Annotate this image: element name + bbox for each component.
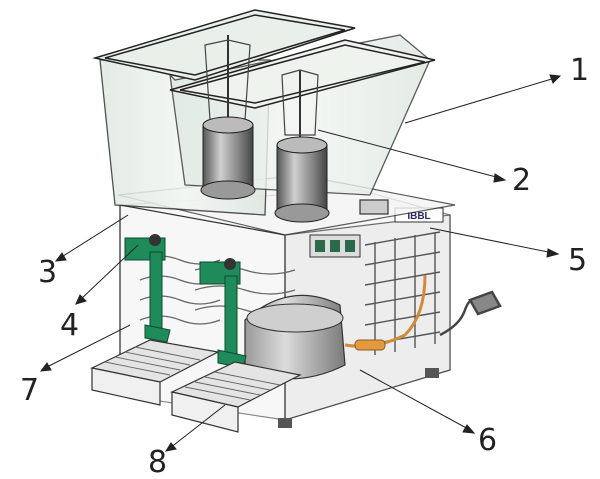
leader-lines xyxy=(39,74,562,452)
lid-left xyxy=(92,9,356,81)
callout-7: 7 xyxy=(20,373,39,408)
brand-label: IBBL xyxy=(407,211,430,222)
drip-tray-right xyxy=(170,361,302,433)
power-cord xyxy=(439,290,502,337)
compressor xyxy=(244,294,346,380)
callout-1: 1 xyxy=(570,53,589,88)
cooling-cylinder-right xyxy=(274,69,330,223)
callout-6: 6 xyxy=(478,423,497,458)
drip-tray-left xyxy=(90,339,220,406)
tap-left xyxy=(124,234,171,343)
cooling-cylinder-left xyxy=(200,35,256,200)
copper-tubing xyxy=(344,274,427,351)
switch-panel xyxy=(309,234,361,258)
callout-2: 2 xyxy=(512,163,531,198)
callout-3: 3 xyxy=(38,255,57,290)
callout-5: 5 xyxy=(568,243,587,278)
lid-right xyxy=(169,39,436,109)
callout-8: 8 xyxy=(148,445,167,479)
callout-labels: 1 2 3 4 5 6 7 8 xyxy=(20,53,589,479)
callout-4: 4 xyxy=(60,308,79,343)
feet xyxy=(278,368,439,428)
